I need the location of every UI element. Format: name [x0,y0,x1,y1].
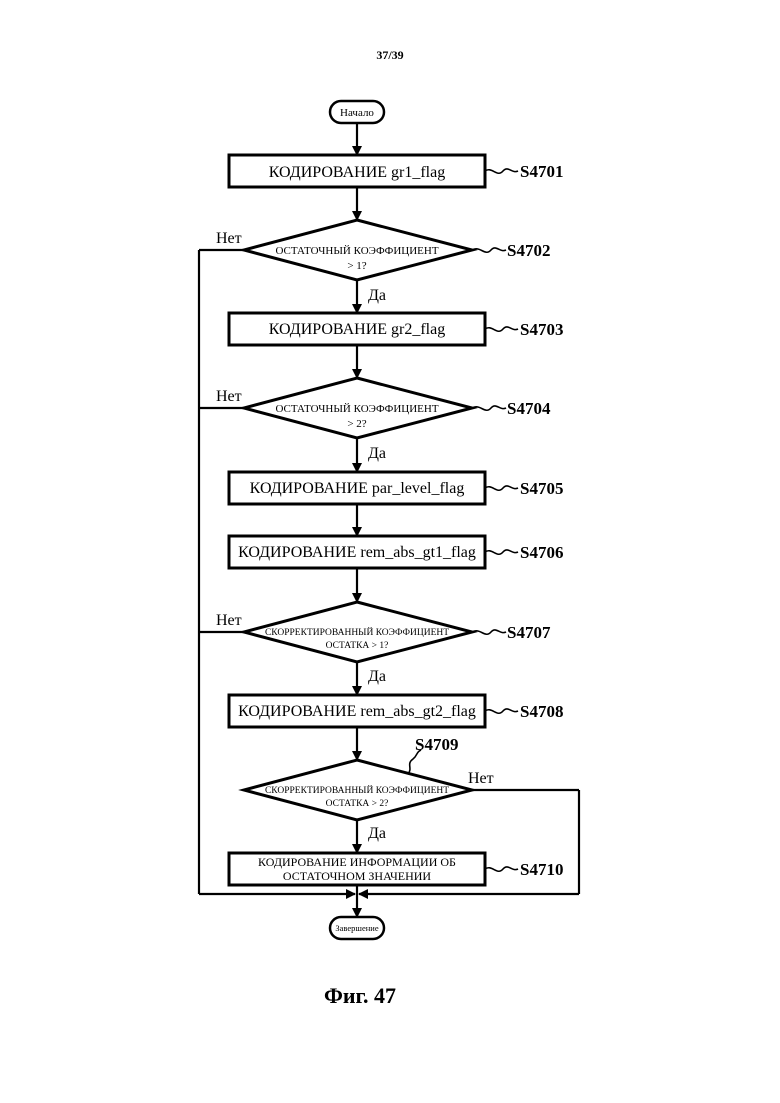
process-s4710-line1: КОДИРОВАНИЕ ИНФОРМАЦИИ ОБ [258,855,456,869]
process-s4705: КОДИРОВАНИЕ par_level_flag S4705 [229,472,563,504]
step-id-s4710: S4710 [520,860,563,879]
step-id-s4703: S4703 [520,320,563,339]
decision-s4707-line1: СКОРРЕКТИРОВАННЫЙ КОЭФФИЦИЕНТ [265,626,449,638]
process-s4708-text: КОДИРОВАНИЕ rem_abs_gt2_flag [238,703,476,720]
decision-s4704: ОСТАТОЧНЫЙ КОЭФФИЦИЕНТ > 2? S4704 [244,378,551,438]
process-s4703-text: КОДИРОВАНИЕ gr2_flag [269,321,445,338]
decision-s4702-line2: > 1? [347,260,366,272]
yes-label-s4702: Да [368,287,386,304]
page-number: 37/39 [376,48,403,62]
process-s4710: КОДИРОВАНИЕ ИНФОРМАЦИИ ОБ ОСТАТОЧНОМ ЗНА… [229,853,563,885]
decision-s4707: СКОРРЕКТИРОВАННЫЙ КОЭФФИЦИЕНТ ОСТАТКА > … [244,602,551,662]
no-label-s4702: Нет [216,230,242,247]
process-s4708: КОДИРОВАНИЕ rem_abs_gt2_flag S4708 [229,695,563,727]
step-id-s4701: S4701 [520,162,563,181]
process-s4701: КОДИРОВАНИЕ gr1_flag S4701 [229,155,563,187]
decision-s4704-line2: > 2? [347,418,366,430]
decision-s4704-line1: ОСТАТОЧНЫЙ КОЭФФИЦИЕНТ [275,403,438,415]
start-label: Начало [340,107,374,119]
figure-caption: Фиг. 47 [324,983,396,1008]
start-terminal: Начало [330,101,384,123]
step-id-s4708: S4708 [520,702,563,721]
process-s4706: КОДИРОВАНИЕ rem_abs_gt1_flag S4706 [229,536,563,568]
step-id-s4709: S4709 [415,735,458,754]
decision-s4709-line1: СКОРРЕКТИРОВАННЫЙ КОЭФФИЦИЕНТ [265,784,449,796]
no-label-s4707: Нет [216,612,242,629]
step-id-s4706: S4706 [520,543,563,562]
step-id-s4702: S4702 [507,241,550,260]
decision-s4707-line2: ОСТАТКА > 1? [326,641,389,651]
yes-label-s4707: Да [368,668,386,685]
step-id-s4704: S4704 [507,399,551,418]
end-label: Завершение [335,923,378,933]
step-id-s4705: S4705 [520,479,563,498]
step-id-s4707: S4707 [507,623,551,642]
process-s4703: КОДИРОВАНИЕ gr2_flag S4703 [229,313,563,345]
no-label-s4709: Нет [468,770,494,787]
process-s4710-line2: ОСТАТОЧНОМ ЗНАЧЕНИИ [283,869,431,883]
process-s4701-text: КОДИРОВАНИЕ gr1_flag [269,164,445,181]
yes-label-s4709: Да [368,825,386,842]
decision-s4702: ОСТАТОЧНЫЙ КОЭФФИЦИЕНТ > 1? S4702 [244,220,550,280]
decision-s4702-line1: ОСТАТОЧНЫЙ КОЭФФИЦИЕНТ [275,245,438,257]
decision-s4709-line2: ОСТАТКА > 2? [326,799,389,809]
no-label-s4704: Нет [216,388,242,405]
process-s4705-text: КОДИРОВАНИЕ par_level_flag [250,480,465,497]
yes-label-s4704: Да [368,445,386,462]
process-s4706-text: КОДИРОВАНИЕ rem_abs_gt1_flag [238,544,476,561]
end-terminal: Завершение [330,917,384,939]
